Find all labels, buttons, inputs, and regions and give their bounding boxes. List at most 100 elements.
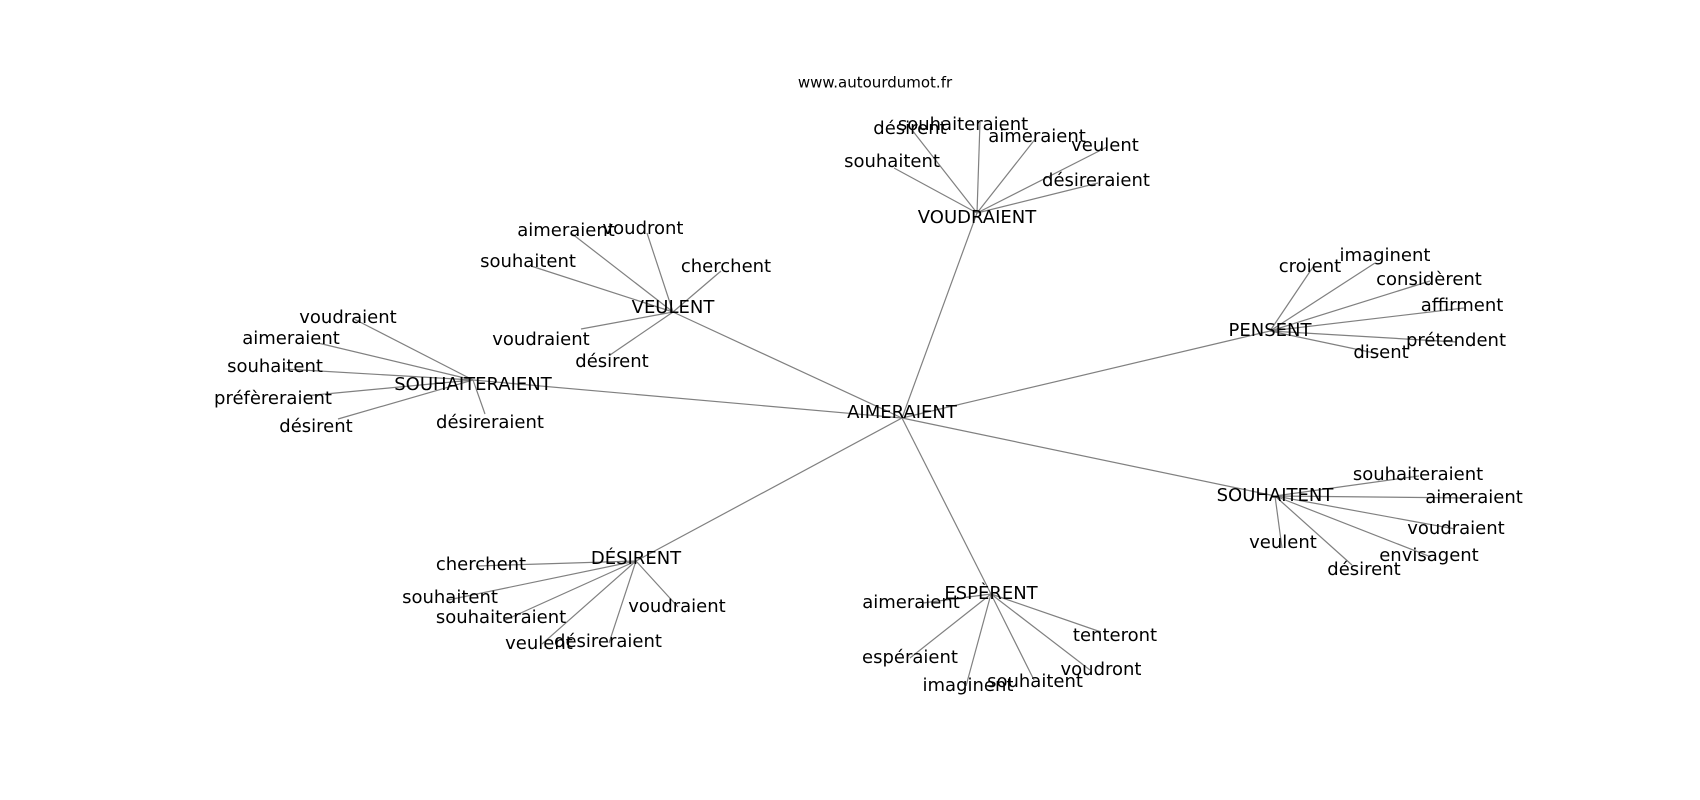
leaf-node-veulent-5[interactable]: désirent bbox=[575, 351, 648, 372]
leaf-node-desirent-0[interactable]: cherchent bbox=[436, 554, 526, 575]
edge-veulent-to-leaf-2 bbox=[530, 265, 674, 313]
leaf-node-voudraient-3[interactable]: veulent bbox=[1071, 135, 1139, 156]
edge-voudraient-to-leaf-0 bbox=[911, 129, 978, 214]
leaf-node-souhaiteraient-3[interactable]: préfèreraient bbox=[214, 388, 332, 409]
leaf-node-desirent-1[interactable]: souhaitent bbox=[402, 587, 498, 608]
hub-node-veulent[interactable]: VEULENT bbox=[632, 297, 716, 318]
leaf-node-pensent-0[interactable]: croient bbox=[1279, 256, 1341, 277]
hub-node-pensent[interactable]: PENSENT bbox=[1229, 320, 1313, 341]
edge-souhaitent-to-leaf-1 bbox=[1274, 495, 1473, 499]
edge-souhaiteraient-to-leaf-5 bbox=[472, 379, 486, 415]
edge-esperent-to-leaf-5 bbox=[965, 593, 992, 687]
edge-voudraient-to-leaf-3 bbox=[976, 146, 1108, 214]
leaf-node-souhaiteraient-0[interactable]: voudraient bbox=[299, 307, 396, 328]
leaf-node-veulent-2[interactable]: souhaitent bbox=[480, 251, 576, 272]
hub-node-desirent[interactable]: DÉSIRENT bbox=[591, 547, 682, 569]
edge-root-to-souhaiteraient bbox=[472, 379, 903, 419]
leaf-node-voudraient-5[interactable]: désireraient bbox=[1042, 170, 1150, 191]
leaf-node-desirent-2[interactable]: souhaiteraient bbox=[436, 607, 566, 628]
leaf-node-souhaiteraient-5[interactable]: désireraient bbox=[436, 412, 544, 433]
leaf-node-esperent-1[interactable]: tenteront bbox=[1073, 625, 1157, 646]
leaf-node-voudraient-4[interactable]: souhaitent bbox=[844, 151, 940, 172]
leaf-node-veulent-1[interactable]: voudront bbox=[603, 218, 684, 239]
edge-pensent-to-leaf-1 bbox=[1269, 262, 1376, 332]
edge-souhaiteraient-to-leaf-4 bbox=[337, 379, 474, 420]
edge-pensent-to-leaf-3 bbox=[1269, 307, 1465, 332]
edge-esperent-to-leaf-1 bbox=[990, 593, 1102, 633]
edge-esperent-to-leaf-0 bbox=[922, 593, 992, 604]
edge-souhaitent-to-leaf-5 bbox=[1274, 495, 1353, 566]
leaf-node-souhaitent-1[interactable]: aimeraient bbox=[1425, 487, 1523, 508]
edge-souhaitent-to-leaf-0 bbox=[1274, 475, 1420, 497]
edge-desirent-to-leaf-0 bbox=[475, 560, 637, 567]
graph-labels: VOUDRAIENTdésirentsouhaiteraientaimeraie… bbox=[214, 114, 1523, 696]
edge-root-to-veulent bbox=[672, 311, 903, 419]
hub-node-souhaiteraient[interactable]: SOUHAITERAIENT bbox=[394, 374, 553, 395]
root-node[interactable]: AIMERAIENT bbox=[847, 402, 958, 423]
edge-voudraient-to-leaf-5 bbox=[976, 182, 1099, 214]
edge-pensent-to-leaf-4 bbox=[1269, 330, 1458, 343]
leaf-node-desirent-5[interactable]: désireraient bbox=[554, 631, 662, 652]
leaf-node-esperent-5[interactable]: imaginent bbox=[923, 675, 1014, 696]
site-watermark: www.autourdumot.fr bbox=[798, 74, 953, 92]
leaf-node-souhaitent-0[interactable]: souhaiteraient bbox=[1353, 464, 1483, 485]
leaf-node-pensent-5[interactable]: disent bbox=[1353, 342, 1408, 363]
edge-pensent-to-leaf-5 bbox=[1269, 330, 1380, 355]
leaf-node-voudraient-2[interactable]: aimeraient bbox=[988, 126, 1086, 147]
edge-esperent-to-leaf-4 bbox=[990, 593, 1035, 681]
edge-souhaiteraient-to-leaf-0 bbox=[353, 318, 474, 381]
edge-voudraient-to-leaf-4 bbox=[893, 167, 978, 214]
leaf-node-esperent-0[interactable]: aimeraient bbox=[862, 592, 960, 613]
leaf-node-souhaiteraient-2[interactable]: souhaitent bbox=[227, 356, 323, 377]
leaf-node-souhaitent-5[interactable]: désirent bbox=[1327, 559, 1400, 580]
leaf-node-esperent-3[interactable]: voudront bbox=[1061, 659, 1142, 680]
leaf-node-veulent-0[interactable]: aimeraient bbox=[517, 220, 615, 241]
leaf-node-veulent-3[interactable]: cherchent bbox=[681, 256, 771, 277]
edge-veulent-to-leaf-3 bbox=[672, 270, 722, 313]
edge-desirent-to-leaf-5 bbox=[608, 560, 637, 644]
edge-veulent-to-leaf-4 bbox=[580, 311, 674, 330]
leaf-node-veulent-4[interactable]: voudraient bbox=[492, 329, 589, 350]
leaf-node-souhaitent-3[interactable]: envisagent bbox=[1379, 545, 1479, 566]
graph-edges bbox=[284, 121, 1473, 687]
leaf-node-esperent-4[interactable]: souhaitent bbox=[987, 671, 1083, 692]
edge-root-to-esperent bbox=[901, 417, 992, 595]
hub-node-voudraient[interactable]: VOUDRAIENT bbox=[918, 207, 1037, 228]
edge-voudraient-to-leaf-1 bbox=[976, 121, 981, 214]
leaf-node-voudraient-0[interactable]: désirent bbox=[873, 118, 946, 139]
leaf-node-pensent-2[interactable]: considèrent bbox=[1376, 269, 1482, 290]
leaf-node-desirent-4[interactable]: veulent bbox=[505, 633, 573, 654]
edge-souhaitent-to-leaf-3 bbox=[1274, 495, 1432, 558]
edge-root-to-souhaitent bbox=[901, 417, 1276, 497]
leaf-node-souhaitent-4[interactable]: veulent bbox=[1249, 532, 1317, 553]
edge-souhaiteraient-to-leaf-3 bbox=[303, 379, 474, 397]
leaf-node-voudraient-1[interactable]: souhaiteraient bbox=[898, 114, 1028, 135]
leaf-node-souhaiteraient-1[interactable]: aimeraient bbox=[242, 328, 340, 349]
leaf-node-souhaitent-2[interactable]: voudraient bbox=[1407, 518, 1504, 539]
edge-desirent-to-leaf-1 bbox=[447, 560, 637, 601]
edge-desirent-to-leaf-4 bbox=[541, 560, 637, 645]
leaf-node-souhaiteraient-4[interactable]: désirent bbox=[279, 416, 352, 437]
leaf-node-pensent-4[interactable]: prétendent bbox=[1406, 330, 1506, 351]
edge-pensent-to-leaf-0 bbox=[1269, 266, 1314, 332]
edge-souhaitent-to-leaf-4 bbox=[1274, 495, 1283, 549]
edge-veulent-to-leaf-0 bbox=[570, 232, 674, 313]
edge-veulent-to-leaf-1 bbox=[646, 232, 674, 313]
leaf-node-esperent-2[interactable]: espéraient bbox=[862, 647, 958, 668]
edge-desirent-to-leaf-3 bbox=[635, 560, 679, 608]
edge-voudraient-to-leaf-2 bbox=[976, 137, 1037, 214]
leaf-node-pensent-3[interactable]: affirment bbox=[1421, 295, 1504, 316]
edge-root-to-pensent bbox=[901, 330, 1271, 419]
hub-node-esperent[interactable]: ESPÈRENT bbox=[944, 582, 1038, 604]
hub-node-souhaitent[interactable]: SOUHAITENT bbox=[1217, 485, 1335, 506]
edge-pensent-to-leaf-2 bbox=[1269, 280, 1431, 332]
leaf-node-desirent-3[interactable]: voudraient bbox=[628, 596, 725, 617]
edge-esperent-to-leaf-3 bbox=[990, 593, 1091, 671]
edge-root-to-voudraient bbox=[901, 212, 978, 419]
leaf-node-pensent-1[interactable]: imaginent bbox=[1340, 245, 1431, 266]
edge-souhaiteraient-to-leaf-1 bbox=[317, 342, 474, 381]
edge-souhaitent-to-leaf-2 bbox=[1274, 495, 1456, 530]
edge-souhaiteraient-to-leaf-2 bbox=[284, 368, 474, 381]
edge-root-to-desirent bbox=[635, 417, 903, 562]
